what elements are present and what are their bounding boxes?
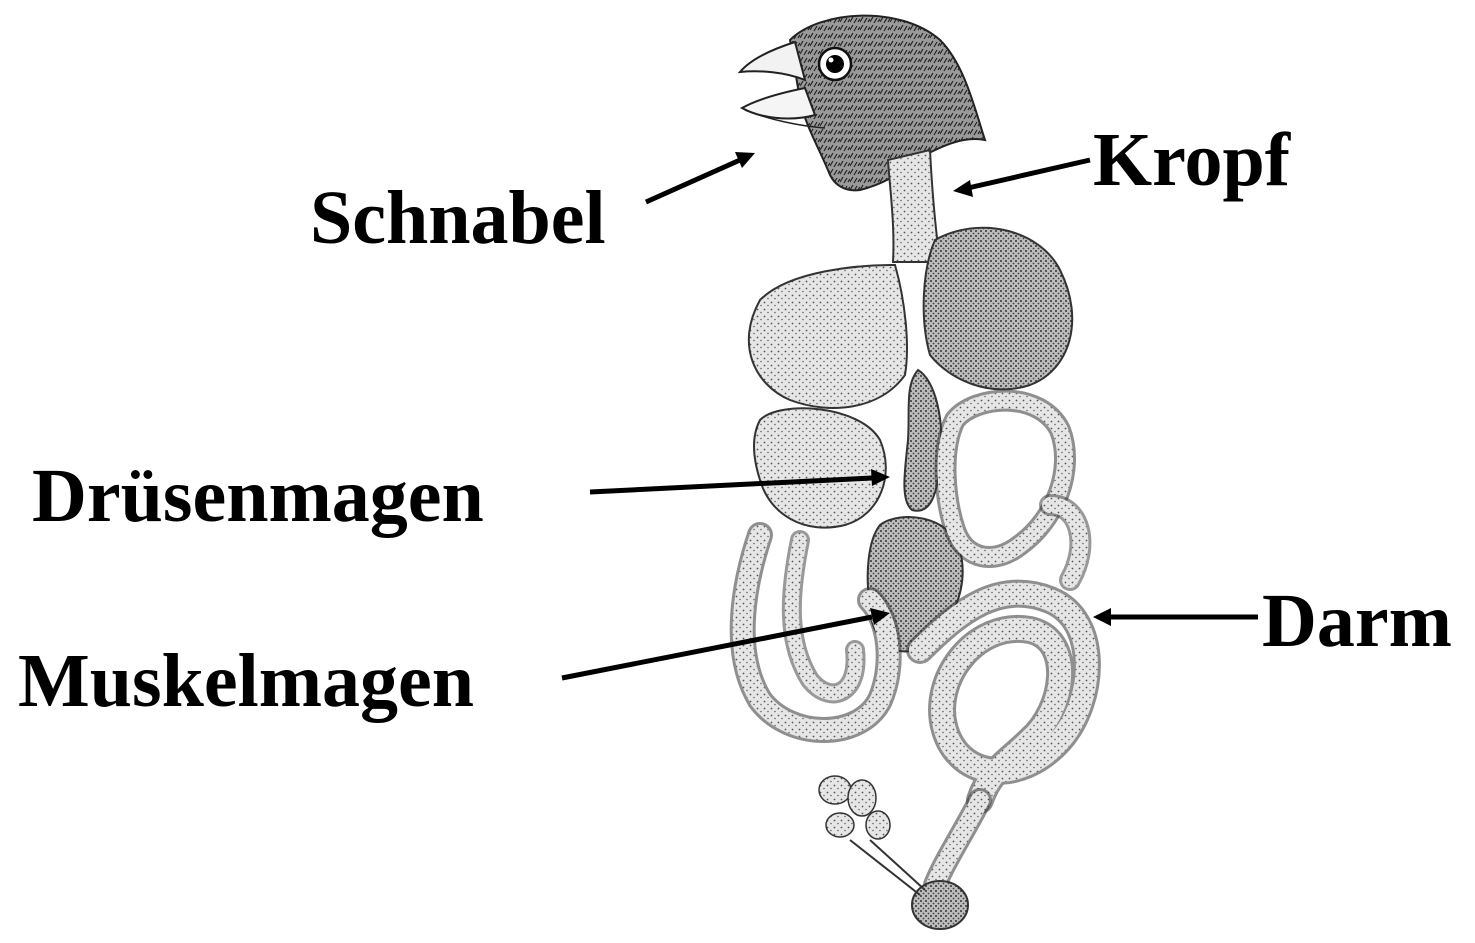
label-muskelmagen: Muskelmagen [18, 643, 474, 719]
label-kropf: Kropf [1093, 122, 1290, 198]
arrow-kropf [968, 160, 1090, 188]
kidney-cluster [819, 776, 925, 895]
cloaca [912, 881, 968, 929]
label-darm: Darm [1262, 583, 1452, 659]
label-schnabel: Schnabel [310, 180, 606, 256]
arrow-schnabel [646, 160, 740, 202]
arrow-muskel [562, 617, 872, 678]
label-druesenmagen: Drüsenmagen [32, 458, 484, 534]
bird-head [740, 16, 985, 191]
liver-organ [754, 408, 886, 527]
